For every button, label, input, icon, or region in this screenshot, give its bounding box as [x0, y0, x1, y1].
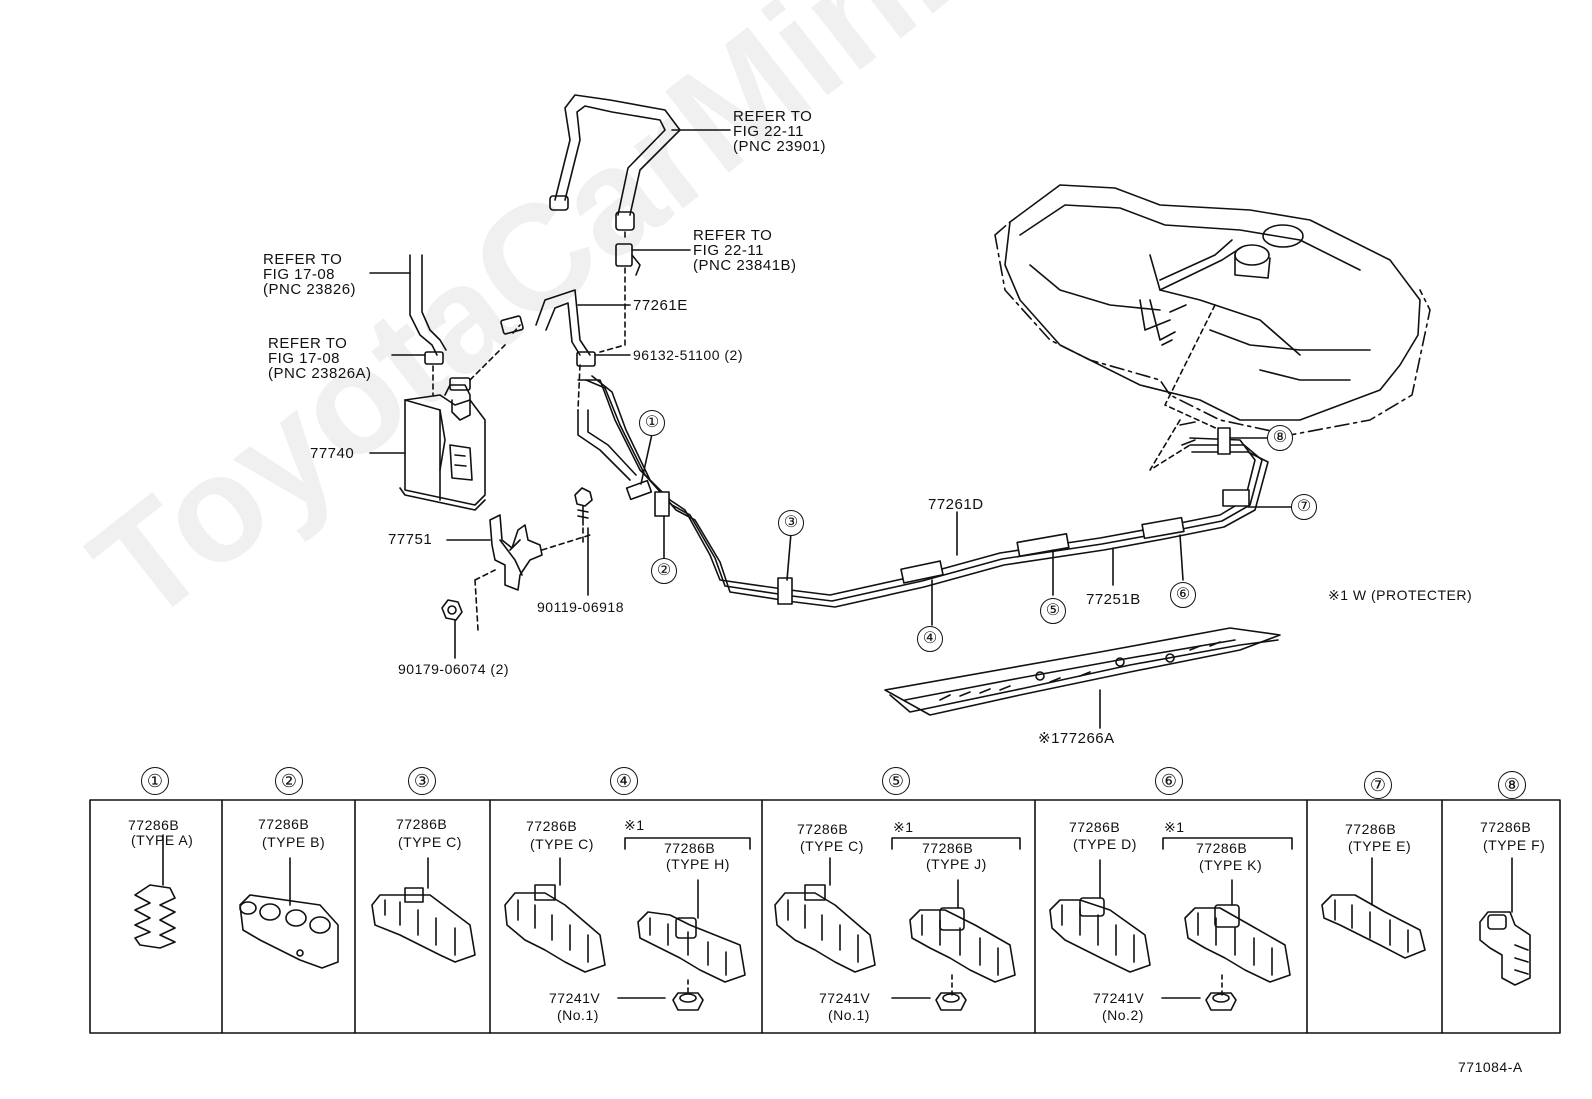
clamp-part: 77286B — [1480, 819, 1532, 835]
clamp-e-drawing — [1321, 857, 1426, 959]
ref-line: (PNC 23826A) — [268, 365, 372, 382]
callout-7: ⑦ — [1291, 494, 1317, 520]
table-col-1-number: ① — [141, 767, 169, 795]
part-label-77751: 77751 — [388, 531, 433, 548]
footnote-mark: ※1 — [1164, 819, 1185, 835]
table-col-3-number: ③ — [408, 767, 436, 795]
table-col-2-number: ② — [275, 767, 303, 795]
ref-line: (PNC 23826) — [263, 281, 357, 298]
clamp-a-drawing — [134, 834, 176, 949]
clamp-part: 77286B — [1069, 819, 1121, 835]
table-col-4-number: ④ — [610, 767, 638, 795]
protecter-note: ※1 W (PROTECTER) — [1328, 587, 1473, 603]
clamp-f-drawing — [1479, 857, 1531, 986]
grommet-no: (No.1) — [557, 1007, 599, 1023]
protector-drawing — [884, 627, 1281, 716]
ref-label-23826a: REFER TO FIG 17-08 (PNC 23826A) — [268, 336, 372, 381]
clamp-h-drawing — [637, 879, 746, 1011]
grommet-no: (No.1) — [828, 1007, 870, 1023]
canister-drawing — [399, 254, 486, 511]
figure-code: 771084-A — [1458, 1059, 1523, 1075]
table-col-6-number: ⑥ — [1155, 767, 1183, 795]
ref-line: FIG 22-11 — [693, 242, 764, 259]
ref-line: REFER TO — [268, 335, 348, 352]
bracket-drawing — [489, 514, 543, 591]
callout-1: ① — [639, 410, 665, 436]
clamp-type: (TYPE J) — [926, 856, 987, 872]
ref-line: REFER TO — [263, 251, 343, 268]
clamp-part: 77286B — [664, 840, 716, 856]
clamp-part: 77286B — [922, 840, 974, 856]
ref-line: (PNC 23841B) — [693, 257, 797, 274]
ref-line: FIG 22-11 — [733, 123, 804, 140]
grommet-part: 77241V — [549, 990, 601, 1006]
footnote-mark: ※1 — [893, 819, 914, 835]
table-col-7-number: ⑦ — [1364, 771, 1392, 799]
table-col-8-number: ⑧ — [1498, 771, 1526, 799]
grommet-no: (No.2) — [1102, 1007, 1144, 1023]
table-col-5-number: ⑤ — [882, 767, 910, 795]
clamp-type: (TYPE B) — [262, 834, 326, 850]
clamp-part: 77286B — [128, 817, 180, 833]
clamp-type: (TYPE E) — [1348, 838, 1412, 854]
clamp-table-frame — [89, 799, 1561, 1034]
clamp-part: 77286B — [1345, 821, 1397, 837]
clamp-type: (TYPE C) — [398, 834, 462, 850]
part-label-96132: 96132-51100 (2) — [633, 347, 743, 363]
vent-hose-drawing — [549, 94, 681, 276]
clamp-part: 77286B — [258, 816, 310, 832]
fuel-tank-drawing — [994, 184, 1431, 436]
ref-line: (PNC 23901) — [733, 138, 827, 155]
clamp-j-drawing — [909, 879, 1016, 1011]
part-label-90119: 90119-06918 — [537, 599, 624, 615]
clamp-k-drawing — [1184, 879, 1291, 1011]
callout-6: ⑥ — [1170, 582, 1196, 608]
ref-label-23826: REFER TO FIG 17-08 (PNC 23826) — [263, 252, 356, 297]
clamp-part: 77286B — [797, 821, 849, 837]
clamp-part: 77286B — [396, 816, 448, 832]
ref-label-23901: REFER TO FIG 22-11 (PNC 23901) — [733, 109, 826, 154]
ref-line: REFER TO — [733, 108, 813, 125]
part-label-77261d: 77261D — [928, 496, 984, 513]
clamp-type: (TYPE A) — [131, 832, 194, 848]
part-label-77740: 77740 — [310, 445, 355, 462]
clamp-part: 77286B — [526, 818, 578, 834]
callout-2: ② — [651, 558, 677, 584]
ref-line: REFER TO — [693, 227, 773, 244]
ref-label-23841b: REFER TO FIG 22-11 (PNC 23841B) — [693, 228, 797, 273]
clamp-d-drawing — [1049, 859, 1151, 973]
callout-5: ⑤ — [1040, 598, 1066, 624]
footnote-mark: ※1 — [624, 817, 645, 833]
clamp-type: (TYPE C) — [530, 836, 594, 852]
callout-8: ⑧ — [1267, 425, 1293, 451]
clamp-type: (TYPE K) — [1199, 857, 1263, 873]
grommet-part: 77241V — [819, 990, 871, 1006]
clamp-part: 77286B — [1196, 840, 1248, 856]
ref-line: FIG 17-08 — [263, 266, 336, 283]
part-label-77251b: 77251B — [1086, 591, 1141, 608]
clamp-c2-drawing — [504, 857, 606, 973]
clamp-b-drawing — [239, 857, 339, 969]
ref-line: FIG 17-08 — [268, 350, 341, 367]
callout-4: ④ — [917, 626, 943, 652]
part-label-90179: 90179-06074 (2) — [398, 661, 510, 677]
part-label-77261e: 77261E — [633, 297, 688, 314]
grommet-part: 77241V — [1093, 990, 1145, 1006]
clamp-type: (TYPE D) — [1073, 836, 1137, 852]
clamp-c3-drawing — [774, 857, 876, 973]
part-label-177266a: ※177266A — [1038, 730, 1115, 747]
callout-3: ③ — [778, 510, 804, 536]
clamp-type: (TYPE F) — [1483, 837, 1546, 853]
clamp-c-drawing — [371, 857, 476, 963]
clamp-type: (TYPE C) — [800, 838, 864, 854]
clamp-type: (TYPE H) — [666, 856, 730, 872]
